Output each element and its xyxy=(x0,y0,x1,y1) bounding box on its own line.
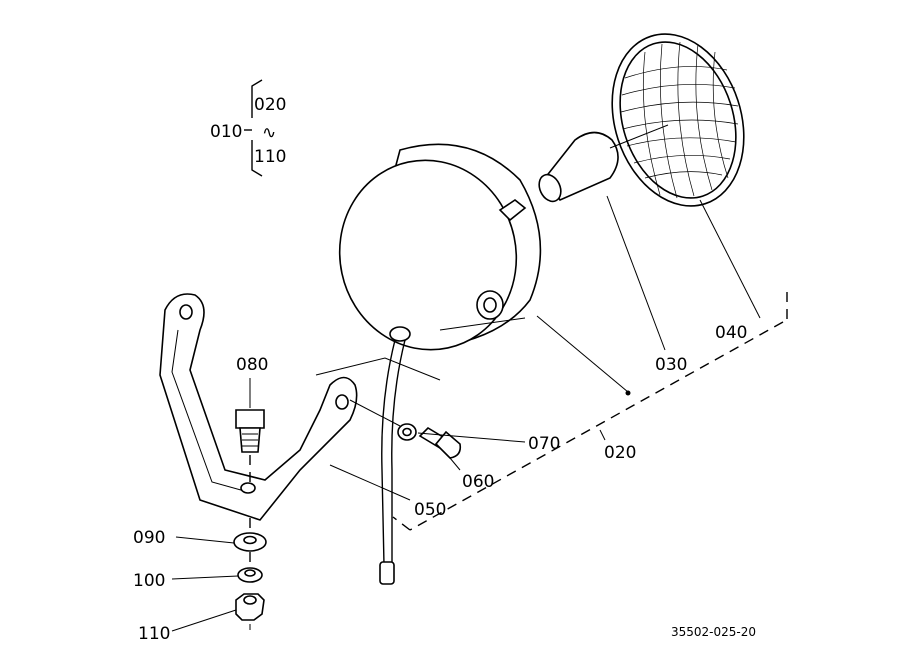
leader-070 xyxy=(417,432,526,443)
lens-grid-pattern xyxy=(620,41,739,199)
leader-030 xyxy=(606,195,666,351)
lens-inner-rim xyxy=(619,41,737,199)
drawing-number: 35502-025-20 xyxy=(671,625,756,639)
assembly-range-legend: 010 020 ∿ 110 xyxy=(210,79,286,177)
bracket-side-hole xyxy=(335,394,349,410)
leader-050 xyxy=(329,464,411,501)
callout-040: 040 xyxy=(715,323,747,343)
assembly-parent-number: 010 xyxy=(210,122,242,142)
leader-110 xyxy=(171,609,237,632)
legend-bracket xyxy=(251,79,263,177)
leader-040 xyxy=(699,199,761,319)
bracket-plate-outline xyxy=(315,357,441,381)
callout-070: 070 xyxy=(528,434,560,454)
bracket-plate-edge xyxy=(439,317,526,331)
wire-left xyxy=(381,339,396,566)
fastener-stack xyxy=(233,518,267,630)
leader-060 xyxy=(449,457,461,471)
bolt-080-part xyxy=(235,409,265,485)
spring-washer-100-hole xyxy=(244,569,256,577)
bulb-base xyxy=(538,173,562,203)
nut-110-hole xyxy=(243,595,257,605)
leader-lines xyxy=(171,195,761,632)
nut-110 xyxy=(235,593,265,621)
housing-mount-hole-inner xyxy=(483,297,497,313)
bracket-body xyxy=(159,293,358,521)
bulb-glass xyxy=(544,131,619,202)
lens-part xyxy=(611,33,745,207)
wire-right xyxy=(391,339,406,565)
assembly-boundary xyxy=(392,292,788,531)
boundary-bottom-edge xyxy=(409,321,784,531)
callout-030: 030 xyxy=(655,355,687,375)
washer-070-hole xyxy=(402,427,412,437)
callout-020: 020 xyxy=(604,443,636,463)
housing-leader-dot xyxy=(625,390,631,396)
wire-terminal xyxy=(379,561,395,585)
bracket-top-hole xyxy=(179,304,193,320)
bulb-part xyxy=(538,124,669,203)
bolt-060-part xyxy=(349,399,462,459)
boundary-corner xyxy=(392,516,411,531)
callout-100: 100 xyxy=(133,571,165,591)
washer-090-hole xyxy=(243,535,257,545)
callout-090: 090 xyxy=(133,528,165,548)
bolt-080-head xyxy=(235,409,265,429)
callout-110: 110 xyxy=(138,624,170,644)
leader-100 xyxy=(171,575,239,580)
leader-090 xyxy=(175,536,235,544)
socket-connector xyxy=(498,199,527,222)
wire-grommet xyxy=(389,326,411,342)
bracket-bottom-hole xyxy=(240,482,256,494)
callout-labels: 020 030 040 050 060 070 080 090 100 110 xyxy=(133,323,747,644)
bolt-080-thread xyxy=(242,433,258,447)
housing-leader-line xyxy=(536,315,629,393)
leader-020 xyxy=(599,429,606,441)
assembly-range-start: 020 xyxy=(254,95,286,115)
lamp-wire xyxy=(379,326,411,585)
callout-060: 060 xyxy=(462,472,494,492)
bracket-part xyxy=(159,293,526,521)
housing-face xyxy=(338,159,518,351)
callout-080: 080 xyxy=(236,355,268,375)
bracket-inner-edge xyxy=(171,329,249,493)
assembly-range-separator: ∿ xyxy=(262,123,276,143)
bolt-060-axis xyxy=(349,399,401,427)
callout-050: 050 xyxy=(414,500,446,520)
assembly-range-end: 110 xyxy=(254,147,286,167)
lamp-housing-part xyxy=(338,143,631,396)
bulb-axis-line xyxy=(609,124,669,149)
